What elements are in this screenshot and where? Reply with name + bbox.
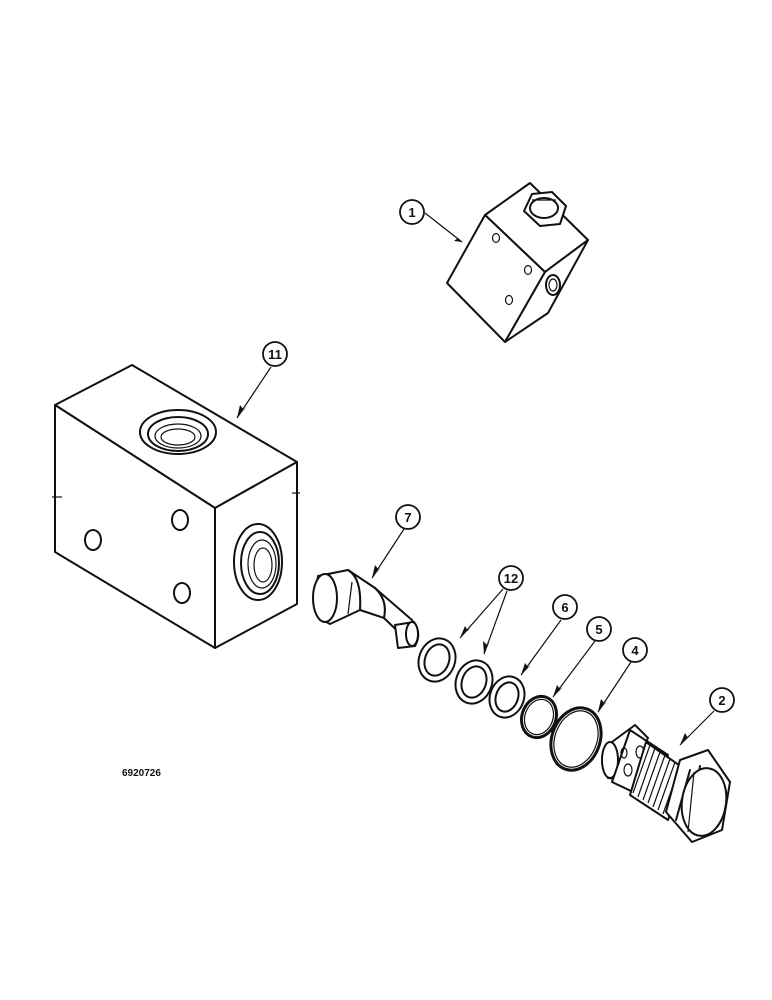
callout-7-label: 7: [404, 510, 411, 525]
callout-4-label: 4: [631, 643, 639, 658]
callout-1: 1: [399, 199, 463, 243]
figure-code: 6920726: [122, 768, 161, 779]
valve-block-part-1: [446, 182, 589, 343]
relief-valve-cartridge-part-2: [601, 724, 731, 843]
callout-2-label: 2: [718, 693, 725, 708]
poppet-part-7: [312, 569, 420, 649]
o-ring-part-4: [549, 706, 603, 772]
callout-4: 4: [597, 637, 648, 713]
callout-2: 2: [679, 687, 735, 746]
backup-ring-part-6: [488, 675, 526, 719]
callout-12: 12: [459, 565, 524, 655]
callout-7: 7: [371, 504, 421, 579]
callout-5: 5: [552, 616, 612, 698]
callout-6: 6: [520, 594, 578, 676]
mounting-block-part-11: [52, 364, 300, 649]
o-ring-part-5: [519, 694, 559, 740]
callout-1-label: 1: [408, 205, 415, 220]
callout-12-label: 12: [504, 571, 518, 586]
callout-11-label: 11: [268, 347, 282, 362]
callout-5-label: 5: [595, 622, 602, 637]
callout-11: 11: [236, 341, 288, 419]
callout-6-label: 6: [561, 600, 568, 615]
backup-rings-part-12: [417, 637, 494, 705]
